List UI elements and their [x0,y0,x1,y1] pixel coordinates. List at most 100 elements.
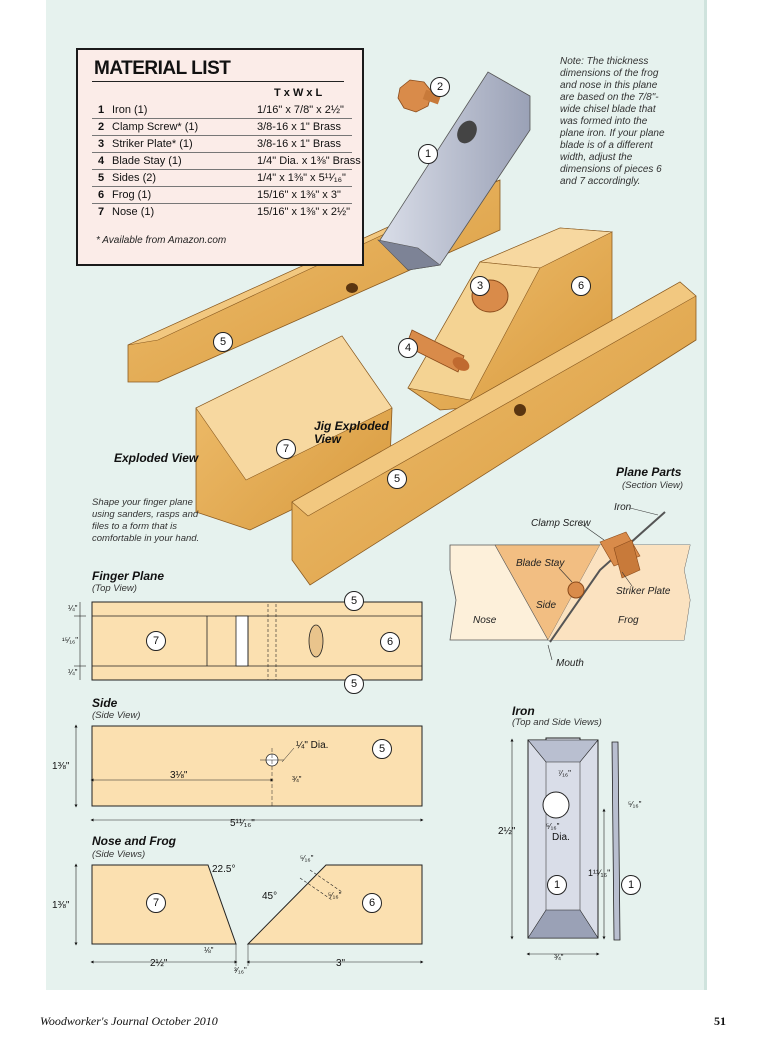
material-row: 7 Nose (1) 15/16" x 1⅜" x 2½" [92,204,358,221]
magazine-footer: Woodworker's Journal October 2010 [40,1014,218,1028]
iron-subtitle: (Top and Side Views) [512,717,602,728]
dim-hole-y: ¾" [292,775,302,784]
part-badge: 7 [276,439,296,459]
material-row: 1 Iron (1) 1/16" x 7/8" x 2½" [92,102,358,119]
part-badge: 7 [146,631,166,651]
row-part: Iron (1) [112,104,148,116]
plane-parts-title: Plane Parts [616,465,682,479]
part-badge: 1 [418,144,438,164]
material-row: 6 Frog (1) 15/16" x 1⅜" x 3" [92,187,358,204]
row-number: 6 [98,189,105,201]
row-number: 2 [98,121,105,133]
row-dims: 15/16" x 1⅜" x 2½" [257,206,351,218]
row-number: 7 [98,206,105,218]
part-badge: 5 [344,591,364,611]
side-title: Side [92,696,118,710]
material-row: 3 Striker Plate* (1) 3/8-16 x 1" Brass [92,136,358,153]
part-badge: 1 [621,875,641,895]
nose-frog-subtitle: (Side Views) [92,849,146,860]
side-front-piece [291,281,697,586]
plane-parts-subtitle: (Section View) [622,480,684,491]
nose-frog-title: Nose and Frog [92,834,177,848]
part-badge: 3 [470,276,490,296]
iron-piece [377,71,531,271]
dim-nf-height: 1⅜" [52,900,70,911]
dim-frog-gap: ³⁄₁₆" [234,966,247,975]
label-blade-stay: Blade Stay [516,558,565,569]
shaping-note: Shape your finger plane using sanders, r… [92,497,200,544]
row-part: Frog (1) [112,189,152,201]
label-nose: Nose [473,615,497,626]
part-badge: 4 [398,338,418,358]
label-clamp-screw: Clamp Screw [531,518,591,529]
blade-stay-piece [405,329,470,373]
material-footnote: * Available from Amazon.com [96,235,227,246]
row-part: Clamp Screw* (1) [112,121,199,133]
dim-iron-thickness: ⁵⁄₁₆" [628,800,642,809]
row-dims: 1/16" x 7/8" x 2½" [257,104,344,116]
iron-title: Iron [512,704,535,718]
section-view-drawing [449,507,691,661]
title-rule [92,81,344,82]
dim-middle: ¹⁵⁄₁₆" [62,636,79,645]
part-badge: 2 [430,77,450,97]
part-badge: 5 [213,332,233,352]
dim-slot-width: ⁷⁄₁₆" [558,769,571,778]
clamp-screw-piece [397,79,442,113]
side-subtitle: (Side View) [92,710,141,721]
exploded-view-title: Exploded View [114,451,199,465]
label-side: Side [536,600,557,611]
dim-slot-b: ⁵⁄₁₆" [328,891,342,900]
material-list: MATERIAL LIST T x W x L 1 Iron (1) 1/16" x… [76,48,364,266]
label-iron: Iron [614,502,632,513]
part-badge: 6 [571,276,591,296]
part-badge: 6 [362,893,382,913]
dim-iron-lower: 1¹¹⁄₁₆" [588,868,611,878]
part-badge: 5 [372,739,392,759]
finger-plane-title: Finger Plane [92,569,165,583]
part-badge: 5 [344,674,364,694]
row-part: Nose (1) [112,206,155,218]
dim-top: ¼" [68,604,78,613]
row-dims: 15/16" x 1⅜" x 3" [257,189,341,201]
material-row: 5 Sides (2) 1/4" x 1⅜" x 5¹¹⁄₁₆" [92,170,358,187]
column-header: T x W x L [274,87,323,99]
dim-iron-hole: ⁵⁄₁₆" [546,822,560,831]
row-number: 4 [98,155,105,167]
thickness-note: Note: The thickness dimensions of the fr… [560,56,665,187]
dim-nose-gap: ⅛" [204,946,214,955]
label-striker-plate: Striker Plate [616,586,671,597]
part-badge: 7 [146,893,166,913]
part-badge: 5 [387,469,407,489]
dim-side-height: 1⅜" [52,761,70,772]
finger-plane-subtitle: (Top View) [92,583,137,594]
dim-side-length: 5¹¹⁄₁₆" [230,818,255,829]
side-view-drawing [74,724,424,822]
row-number: 5 [98,172,105,184]
dim-slot-a: ⁵⁄₁₆" [300,854,314,863]
row-part: Blade Stay (1) [112,155,182,167]
dim-frog-angle: 45° [262,891,278,902]
part-badge: 6 [380,632,400,652]
material-list-title: MATERIAL LIST [94,58,231,79]
row-dims: 1/4" x 1⅜" x 5¹¹⁄₁₆" [257,172,346,184]
dim-frog-length: 3" [336,958,346,969]
dim-iron-length: 2½" [498,826,516,837]
label-mouth: Mouth [556,658,584,669]
row-number: 1 [98,104,105,116]
dim-hole-x: 3⅛" [170,770,188,781]
row-part: Striker Plate* (1) [112,138,193,150]
finger-plane-drawing [74,601,423,681]
nose-frog-drawing [74,863,424,966]
row-dims: 3/8-16 x 1" Brass [257,138,341,150]
dim-iron-width: ¾" [554,953,564,962]
row-part: Sides (2) [112,172,157,184]
panel-edge [704,0,707,990]
jig-exploded-title: Jig Exploded View [314,419,389,446]
dim-bottom: ¼" [68,668,78,677]
dim-nose-angle: 22.5° [212,864,236,875]
part-badge: 1 [547,875,567,895]
row-number: 3 [98,138,105,150]
